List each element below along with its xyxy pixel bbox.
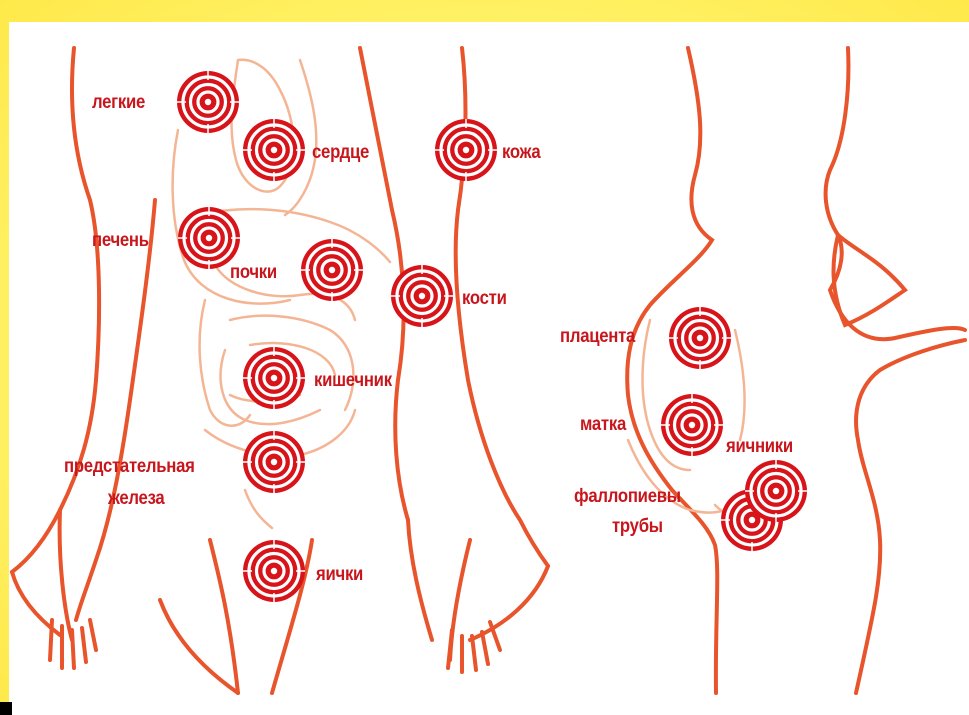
ovaries-label: яичники [726,436,793,458]
intestine-label: кишечник [314,370,392,392]
testicles-label: яички [316,564,363,586]
lungs-label: легкие [92,92,145,114]
kidneys-label: почки [230,262,277,284]
prostate-target-icon [243,431,305,493]
prostate-label-line1: предстательная [64,456,195,478]
placenta-label: плацента [560,326,635,348]
ovaries-target-icon [745,460,807,522]
heart-label: сердце [312,142,369,164]
skin-label: кожа [502,142,540,164]
uterus-label: матка [580,414,626,436]
female-body-outline [627,48,965,693]
bones-label: кости [462,288,507,310]
kidneys-target-icon [301,239,363,301]
uterus-target-icon [661,394,723,456]
liver-target-icon [178,207,240,269]
skin-target-icon [435,119,497,181]
fallopian-label-line2: трубы [612,516,663,538]
heart-target-icon [243,119,305,181]
bones-target-icon [391,265,453,327]
intestine-target-icon [243,347,305,409]
lungs-target-icon [177,71,239,133]
placenta-target-icon [669,307,731,369]
prostate-label-line2: железа [108,488,164,510]
testicles-target-icon [243,540,305,602]
liver-label: печень [92,230,149,252]
fallopian-label-line1: фаллопиевы [574,486,681,508]
